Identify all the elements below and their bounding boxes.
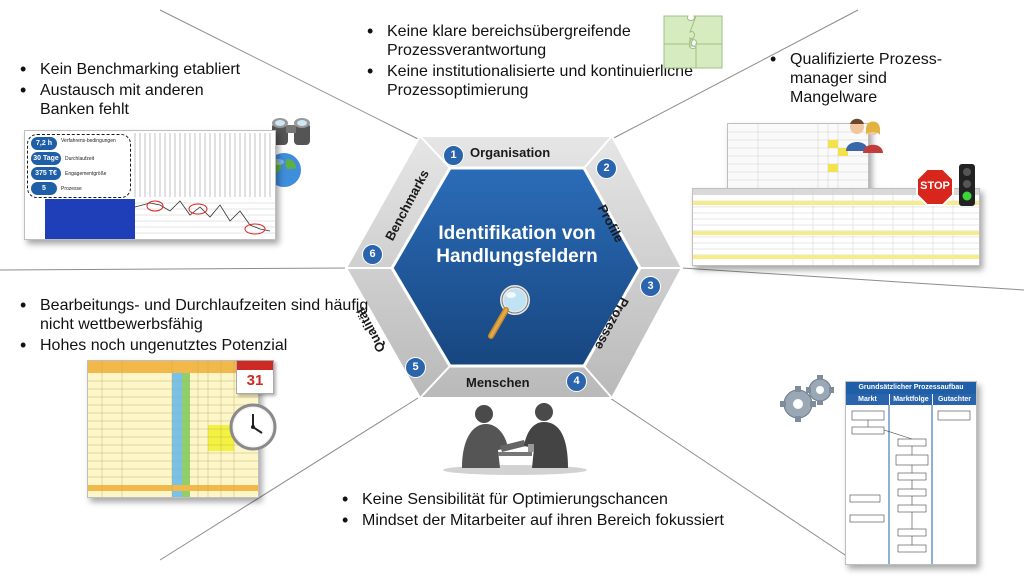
center-title-line2: Handlungsfeldern	[436, 246, 598, 267]
people-icon	[846, 118, 883, 153]
kpi-label: Verfahrens-bedingungen	[61, 138, 116, 144]
puzzle-icon	[663, 15, 723, 69]
bullet-item: Keine klare bereichsübergreifende Prozes…	[367, 22, 697, 60]
process-col-gutachter: Gutachter	[933, 394, 976, 405]
bullet-item: Kein Benchmarking etabliert	[20, 60, 320, 79]
traffic-light-icon	[959, 164, 975, 206]
kpi-label: Durchlaufzeit	[65, 156, 95, 162]
profile-sheet-front	[692, 188, 980, 266]
badge-1: 1	[443, 145, 464, 166]
gears-icon	[780, 375, 834, 422]
bullet-item: Mindset der Mitarbeiter auf ihren Bereic…	[342, 511, 802, 530]
bullets-organisation: Keine klare bereichsübergreifende Prozes…	[365, 22, 697, 102]
bullets-benchmarks: Kein Benchmarking etabliert Austausch mi…	[18, 60, 320, 121]
benchmark-card: 7,2 h Verfahrens-bedingungen 30 Tage Dur…	[24, 130, 276, 240]
calendar-icon: 31	[236, 360, 274, 394]
bullet-item: Austausch mit anderen Banken fehlt	[20, 81, 230, 119]
bullet-item: Keine Sensibilität für Optimierungschanc…	[342, 490, 802, 509]
bullet-item: Hohes noch ungenutztes Potenzial	[20, 336, 370, 355]
bullets-profile: Qualifizierte Prozess-manager sind Mange…	[768, 50, 1024, 109]
kpi-pill: 5	[31, 182, 57, 195]
kpi-label: Engagementgröße	[65, 171, 107, 177]
binoculars-icon	[272, 118, 310, 145]
kpi-label: Prozesse	[61, 186, 82, 192]
badge-6: 6	[362, 244, 383, 265]
bullet-item: Keine institutionalisierte und kontinuie…	[367, 62, 697, 100]
badge-4: 4	[566, 371, 587, 392]
kpi-pill: 375 T€	[31, 167, 61, 180]
calendar-day: 31	[246, 372, 264, 389]
bullets-menschen: Keine Sensibilität für Optimierungschanc…	[340, 490, 802, 532]
center-title: Identifikation von Handlungsfeldern	[412, 222, 622, 268]
inner-hexagon	[390, 166, 642, 368]
kpi-pill: 7,2 h	[31, 137, 57, 150]
badge-5: 5	[405, 357, 426, 378]
bullet-item: Bearbeitungs- und Durchlaufzeiten sind h…	[20, 296, 370, 334]
segment-label-menschen: Menschen	[466, 375, 530, 390]
center-title-line1: Identifikation von	[438, 223, 596, 244]
magnifier-icon	[488, 285, 530, 339]
stop-sign-icon	[916, 168, 954, 206]
bullet-item: Qualifizierte Prozess-manager sind Mange…	[770, 50, 970, 107]
process-col-markt: Markt	[846, 394, 890, 405]
bullets-qualitaet: Bearbeitungs- und Durchlaufzeiten sind h…	[18, 296, 370, 357]
business-people-icon	[443, 403, 587, 475]
badge-3: 3	[640, 276, 661, 297]
process-col-marktfolge: Marktfolge	[890, 394, 933, 405]
process-card: Grundsätzlicher Prozessaufbau Markt Mark…	[845, 381, 977, 565]
clock-icon	[229, 403, 277, 451]
stop-sign-label: STOP	[920, 180, 950, 192]
process-card-title: Grundsätzlicher Prozessaufbau	[846, 382, 976, 394]
kpi-pill: 30 Tage	[31, 152, 61, 165]
segment-label-organisation: Organisation	[470, 145, 551, 160]
badge-2: 2	[596, 158, 617, 179]
